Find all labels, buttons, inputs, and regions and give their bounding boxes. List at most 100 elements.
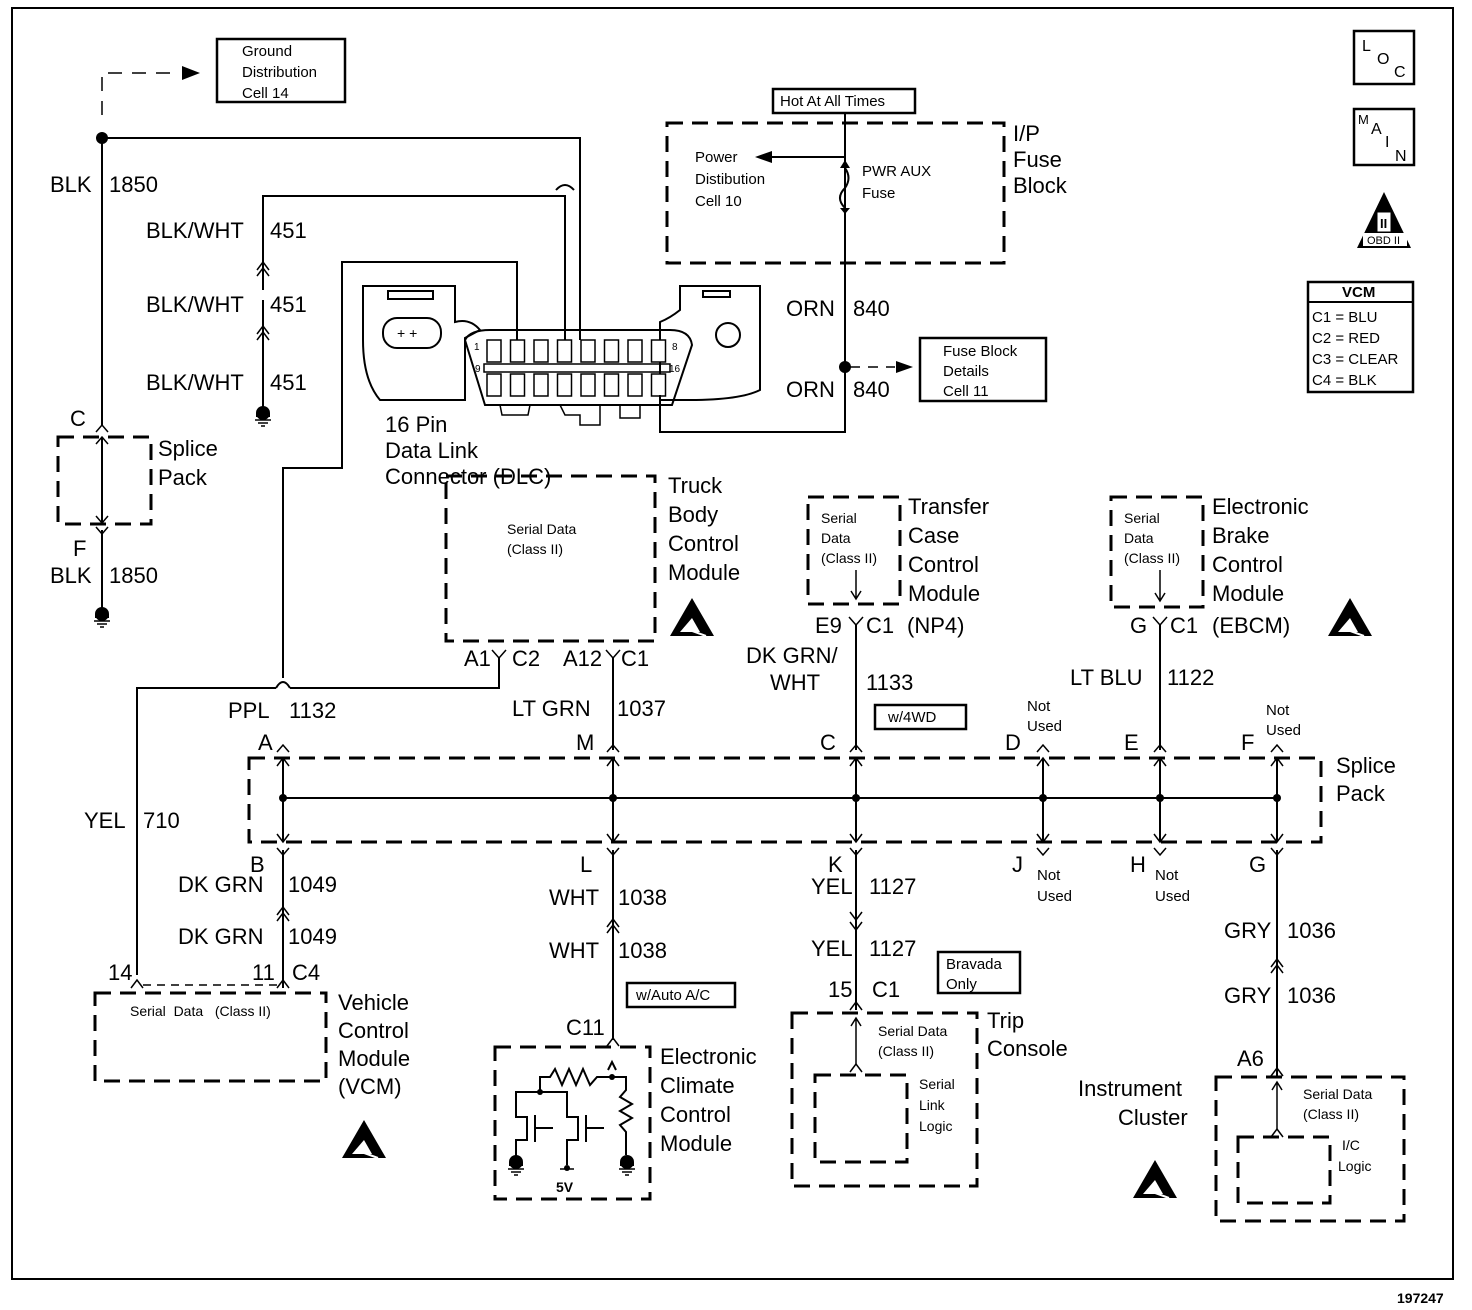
ground-dist-line3: Cell 14: [242, 85, 289, 102]
module-title: Module: [1212, 581, 1284, 606]
svg-text:L: L: [1362, 38, 1371, 55]
wire-circuit-1132: 1132: [289, 698, 336, 723]
svg-text:I: I: [1385, 134, 1389, 151]
hot-at-all-times-label: Hot At All Times: [771, 87, 917, 115]
module-inner-label: (Class II): [821, 550, 877, 566]
pin-label: C11: [566, 1015, 605, 1040]
dlc-label: Data Link: [385, 438, 479, 463]
svg-text:w/Auto A/C: w/Auto A/C: [635, 987, 710, 1004]
ground-distribution-ref[interactable]: Ground Distribution Cell 14: [215, 37, 347, 104]
module-inner-label: Serial Data (Class II): [130, 1003, 271, 1019]
option-bravada-only: Bravada Only: [936, 950, 1022, 995]
main-badge[interactable]: M A I N: [1352, 107, 1416, 167]
splice-pack-main[interactable]: [247, 756, 1323, 844]
trip-console[interactable]: [790, 1011, 979, 1188]
pin-label: C1: [1170, 613, 1198, 638]
not-used-label: Used: [1037, 888, 1072, 905]
wire-circuit-1036: 1036: [1287, 918, 1336, 943]
splice-pin-label: D: [1005, 730, 1021, 755]
ic-logic: [1236, 1135, 1332, 1205]
splice-pin-label: E: [1124, 730, 1139, 755]
module-title: Electronic: [660, 1044, 757, 1069]
module-inner-label: Logic: [1338, 1158, 1371, 1174]
module-title: Module: [908, 581, 980, 606]
splice-dot: [1156, 794, 1164, 802]
dlc-label: 16 Pin: [385, 412, 447, 437]
pin-label: (EBCM): [1212, 613, 1290, 638]
fuse-icon: [839, 167, 850, 209]
power-dist-ref[interactable]: Cell 10: [695, 193, 742, 210]
data-link-connector[interactable]: + + 1 8 9 16: [362, 285, 761, 426]
dlc-pin-top: [533, 339, 549, 363]
svg-text:C1 = BLU: C1 = BLU: [1312, 309, 1377, 326]
wire-circuit-710: 710: [143, 808, 180, 833]
fuse-block-title: Block: [1013, 173, 1068, 198]
splice-pin-f: F: [73, 536, 86, 561]
dlc-pin-top: [603, 339, 620, 363]
wire-color-dkgrnwht: DK GRN/: [746, 643, 839, 668]
svg-text:C3 = CLEAR: C3 = CLEAR: [1312, 351, 1398, 368]
dlc-pin-top: [509, 339, 526, 363]
wire-color-yel: YEL: [811, 874, 853, 899]
figure-number: 197247: [1397, 1290, 1444, 1306]
wire-color-blkwht: BLK/WHT: [146, 292, 244, 317]
module-inner-label: Serial: [821, 510, 857, 526]
wire-circuit-1850: 1850: [109, 563, 158, 588]
not-used-label: Not: [1037, 867, 1061, 884]
ip-fuse-block[interactable]: [665, 121, 1006, 265]
module-inner-label: Serial: [919, 1076, 955, 1092]
option-w-4wd: w/4WD: [873, 703, 968, 731]
module-title: Module: [660, 1131, 732, 1156]
splice-pin-label: B: [250, 852, 265, 877]
splice-pack-label: Splice: [158, 436, 218, 461]
power-dist-ref[interactable]: Distibution: [695, 171, 765, 188]
vehicle-control-module[interactable]: [93, 991, 328, 1083]
fuse-block-details-ref[interactable]: Fuse Block Details Cell 11: [918, 336, 1048, 403]
splice-dot: [852, 794, 860, 802]
wire-color-blkwht: BLK/WHT: [146, 218, 244, 243]
power-dist-ref[interactable]: Power: [695, 149, 738, 166]
wire-circuit-840: 840: [853, 296, 890, 321]
wire-color-dkgrnwht: WHT: [770, 670, 820, 695]
wire-circuit-840: 840: [853, 377, 890, 402]
module-title: Control: [908, 552, 979, 577]
module-inner-label: Serial Data: [507, 521, 576, 537]
not-used-label: Not: [1266, 702, 1290, 719]
fuse-label: PWR AUX: [862, 163, 931, 180]
loc-badge[interactable]: L O C: [1352, 29, 1416, 86]
dlc-pin-bottom: [580, 373, 596, 397]
splice-pin-label: A: [258, 730, 273, 755]
wire-circuit-451: 451: [270, 292, 307, 317]
truck-body-control-module[interactable]: [444, 474, 657, 643]
dlc-pin-bottom: [486, 373, 502, 397]
dlc-pin-array: [486, 339, 667, 397]
wire-color-ltblu: LT BLU: [1070, 665, 1143, 690]
module-title: Trip: [987, 1008, 1024, 1033]
svg-text:OBD II: OBD II: [1367, 235, 1400, 247]
diagram-frame: [11, 7, 1454, 1280]
svg-text:Bravada: Bravada: [946, 956, 1003, 973]
not-used-label: Used: [1266, 722, 1301, 739]
svg-text:Details: Details: [943, 363, 989, 380]
not-used-label: Not: [1155, 867, 1179, 884]
instrument-cluster[interactable]: [1214, 1075, 1406, 1223]
wire-color-dkgrn: DK GRN: [178, 924, 264, 949]
splice-dot: [609, 794, 617, 802]
module-inner-label: Serial Data: [878, 1023, 947, 1039]
wire-color-ppl: PPL: [228, 698, 270, 723]
option-w-auto-ac: w/Auto A/C: [625, 981, 737, 1009]
pin-label: 14: [108, 960, 132, 985]
module-inner-label: Serial Data: [1303, 1086, 1372, 1102]
module-title: Control: [660, 1102, 731, 1127]
splice-pin-label: H: [1130, 852, 1146, 877]
esd-warning-icon: [669, 597, 715, 637]
module-title: Climate: [660, 1073, 735, 1098]
module-inner-label: Link: [919, 1097, 946, 1113]
electronic-climate-control-module[interactable]: [493, 1045, 652, 1201]
pin-label: C4: [292, 960, 320, 985]
dlc-pin-bottom: [509, 373, 526, 397]
wire-color-blkwht: BLK/WHT: [146, 370, 244, 395]
svg-text:C2 = RED: C2 = RED: [1312, 330, 1380, 347]
wire-color-blk: BLK: [50, 563, 92, 588]
module-inner-label: Logic: [919, 1118, 952, 1134]
